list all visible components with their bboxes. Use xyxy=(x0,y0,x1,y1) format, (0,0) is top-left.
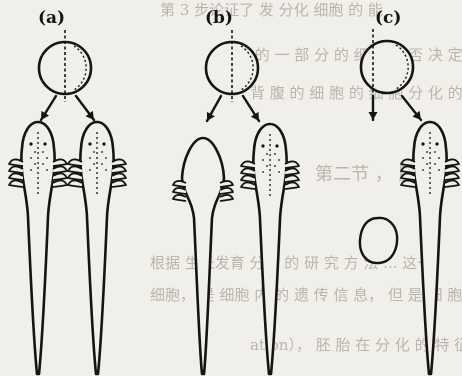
egg-a xyxy=(39,30,91,102)
background-text-line: 背 腹 的 细 胞 的 细 胞 分 化 的 预 定 命 运 仍 xyxy=(250,84,462,102)
cell-mass-outline xyxy=(360,218,397,263)
right-gills xyxy=(220,181,233,201)
eye-spot xyxy=(88,142,91,145)
arrow xyxy=(207,96,221,121)
left-gills xyxy=(9,159,23,187)
arrow xyxy=(76,96,94,120)
left-gills xyxy=(68,159,82,187)
right-gills xyxy=(53,159,67,187)
panel-label-a: (a) xyxy=(38,8,65,28)
left-gills xyxy=(173,181,186,201)
embryo-a-left xyxy=(9,122,67,374)
body-outline xyxy=(21,122,54,374)
eye-spot xyxy=(421,142,424,145)
egg-outline xyxy=(361,41,413,93)
eye-spot xyxy=(261,144,264,147)
eye-spot xyxy=(102,142,105,145)
right-gills xyxy=(112,159,126,187)
panel-label-b: (b) xyxy=(205,8,233,28)
eye-spot xyxy=(275,144,278,147)
embryo-c-cell-mass xyxy=(360,218,397,263)
eye-spot xyxy=(435,142,438,145)
left-gills xyxy=(241,161,255,189)
right-gills xyxy=(285,161,299,189)
panel-label-c: (c) xyxy=(375,8,401,28)
arrow xyxy=(41,96,56,120)
right-gills xyxy=(445,159,459,187)
embryo-a-right xyxy=(68,122,126,374)
eye-spot xyxy=(43,142,46,145)
eye-spot xyxy=(29,142,32,145)
background-text-line: 第 3 步论证了 发 分化 细胞 的 能 xyxy=(160,1,383,19)
body-outline xyxy=(80,122,113,374)
